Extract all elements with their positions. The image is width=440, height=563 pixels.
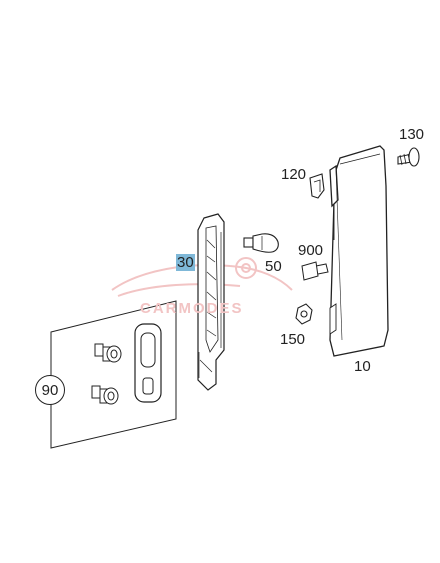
connector-icon — [301, 261, 329, 281]
part-label-50[interactable]: 50 — [265, 258, 282, 275]
bolt-icon — [91, 385, 119, 405]
part-label-10[interactable]: 10 — [354, 358, 371, 375]
clip-icon — [309, 173, 325, 199]
nut-icon — [295, 303, 313, 325]
watermark-car-logo — [111, 257, 293, 297]
screw-icon — [397, 147, 420, 167]
watermark-text: CARMODES — [140, 300, 244, 317]
kit-panel-90 — [50, 300, 177, 449]
part-label-90[interactable]: 90 — [35, 375, 65, 405]
part-label-120[interactable]: 120 — [281, 166, 307, 183]
part-label-130[interactable]: 130 — [399, 126, 425, 143]
part-label-30[interactable]: 30 — [176, 254, 195, 271]
lamp-frame-30 — [197, 213, 225, 391]
part-label-150[interactable]: 150 — [280, 331, 306, 348]
lamp-housing-10 — [329, 145, 389, 357]
bulb-icon — [243, 233, 279, 253]
part-label-900[interactable]: 900 — [298, 242, 324, 259]
part-label-90-text: 90 — [41, 381, 59, 399]
bolt-icon — [94, 343, 122, 363]
